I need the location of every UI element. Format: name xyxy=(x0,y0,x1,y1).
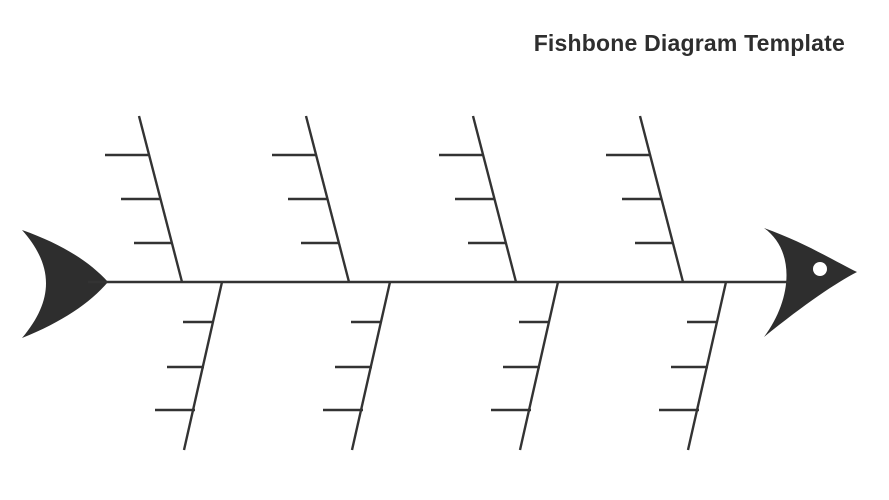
lower-branch-3 xyxy=(491,281,560,451)
fish-tail-shape xyxy=(22,230,108,338)
upper-branch-3 xyxy=(439,115,518,283)
page-title: Fishbone Diagram Template xyxy=(533,30,845,56)
lower-branch-2 xyxy=(323,281,392,451)
lower-branch-4 xyxy=(659,281,728,451)
fish-head xyxy=(764,228,857,337)
upper-branch-1 xyxy=(105,115,184,283)
upper-branches xyxy=(105,115,685,283)
upper-branch-2 xyxy=(272,115,351,283)
lower-branches xyxy=(155,281,728,451)
upper-branch-4 xyxy=(606,115,685,283)
fish-head-shape xyxy=(764,228,857,337)
fish-eye xyxy=(813,262,827,276)
lower-branch-1 xyxy=(155,281,224,451)
fish-tail xyxy=(22,230,108,338)
